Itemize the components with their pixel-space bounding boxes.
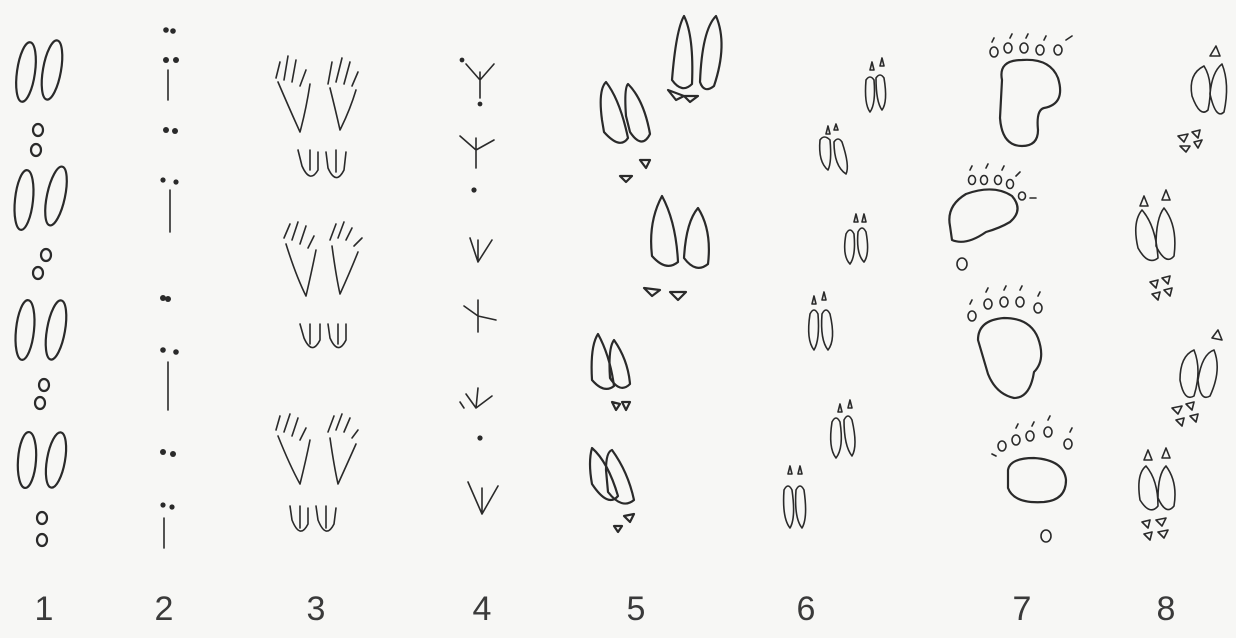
track-1-print-3 [13, 299, 70, 409]
track-label-3: 3 [307, 590, 326, 628]
track-5 [590, 16, 722, 532]
track-1-print-1 [13, 39, 66, 156]
track-7-print-1 [990, 34, 1072, 146]
track-6 [784, 58, 886, 528]
track-6-print-3 [845, 214, 868, 264]
track-8-print-1 [1178, 46, 1227, 152]
track-label-6: 6 [797, 590, 816, 628]
track-4-print-5 [460, 388, 492, 440]
track-2 [160, 27, 179, 548]
track-8-print-2 [1136, 190, 1175, 300]
track-7-print-3 [968, 286, 1042, 398]
track-5-print-1 [668, 16, 722, 102]
track-4-print-4 [464, 300, 496, 332]
track-6-print-2 [820, 124, 848, 174]
track-5-print-5 [590, 448, 634, 532]
track-7-print-4 [992, 416, 1072, 542]
track-8 [1136, 46, 1227, 540]
track-label-7: 7 [1013, 590, 1032, 628]
track-4-print-1 [460, 58, 494, 105]
track-label-4: 4 [473, 590, 492, 628]
track-4 [460, 58, 498, 514]
track-3-print-1 [276, 56, 358, 178]
track-8-print-4 [1139, 448, 1175, 540]
track-label-2: 2 [155, 590, 174, 628]
track-6-print-4 [809, 292, 833, 350]
track-7 [949, 34, 1072, 542]
track-1-print-4 [16, 431, 70, 546]
track-labels: 1 2 3 4 5 6 7 8 [35, 590, 1176, 628]
track-label-8: 8 [1157, 590, 1176, 628]
track-1 [12, 39, 71, 546]
track-4-print-2 [460, 136, 494, 192]
track-5-print-4 [592, 334, 630, 410]
track-3-print-2 [284, 222, 362, 348]
track-3 [276, 56, 362, 531]
track-3-print-3 [276, 414, 358, 531]
track-4-print-6 [468, 482, 498, 514]
track-6-print-5 [831, 400, 855, 458]
track-6-print-6 [784, 466, 806, 528]
track-1-print-2 [12, 165, 71, 279]
track-4-print-3 [470, 238, 492, 262]
track-8-print-3 [1172, 330, 1222, 426]
track-6-print-1 [866, 58, 886, 112]
track-5-print-3 [644, 196, 709, 300]
track-label-5: 5 [627, 590, 646, 628]
track-5-print-2 [601, 82, 650, 182]
track-label-1: 1 [35, 590, 54, 628]
track-7-print-2 [949, 164, 1036, 270]
